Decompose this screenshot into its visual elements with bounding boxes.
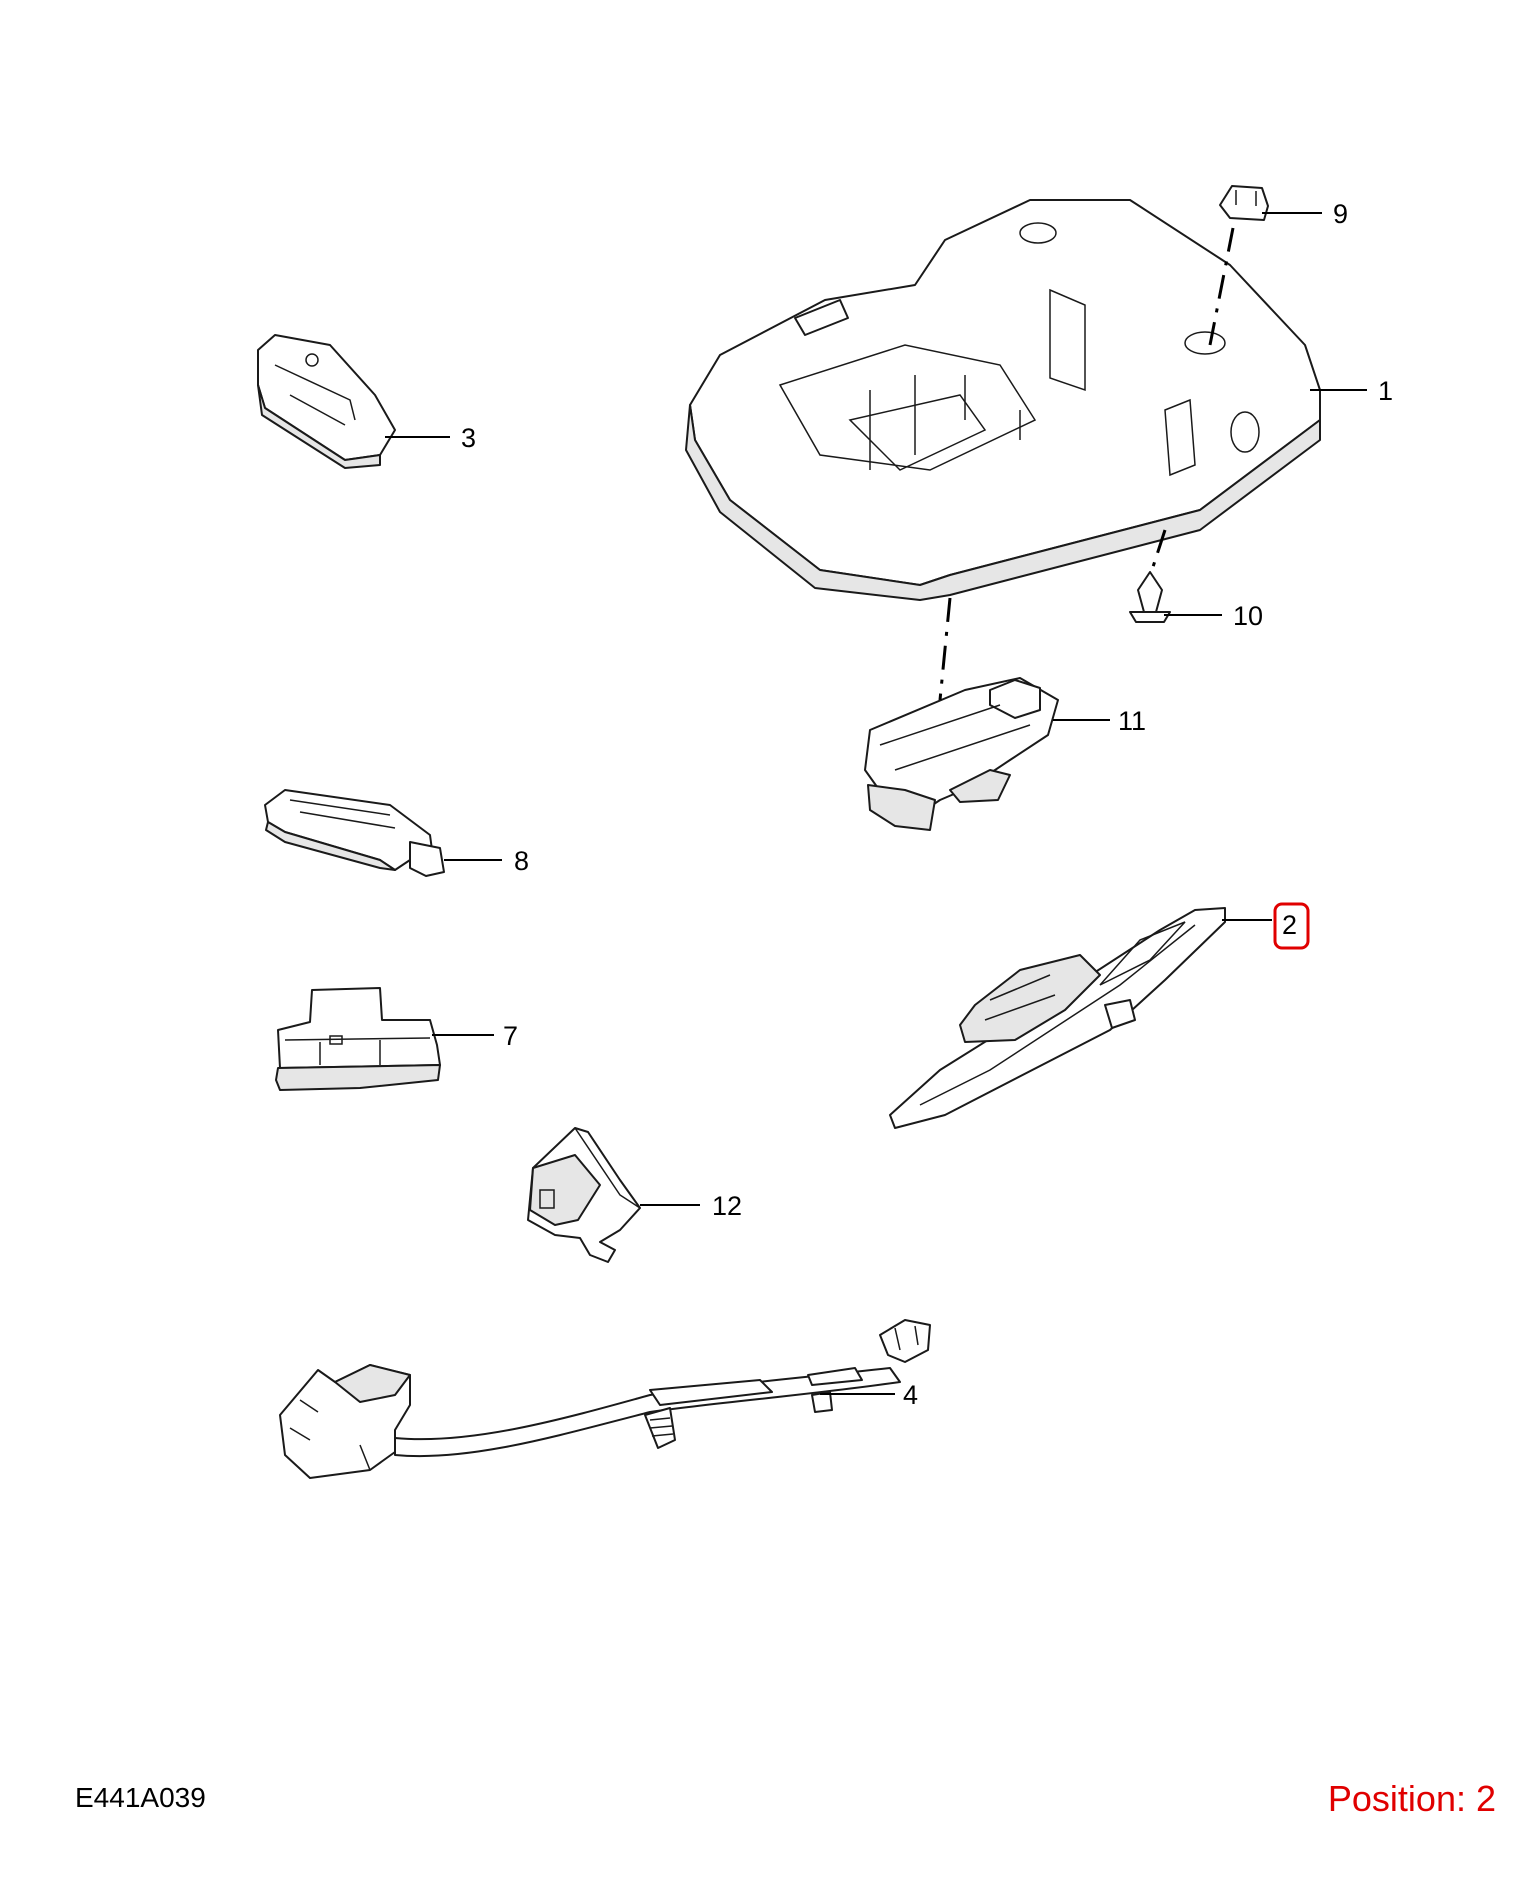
- callout-8[interactable]: 8: [514, 846, 529, 876]
- callout-4[interactable]: 4: [903, 1380, 918, 1410]
- part-8-lamp[interactable]: 8: [264, 789, 529, 877]
- callout-3[interactable]: 3: [461, 423, 476, 453]
- part-7-lamp[interactable]: 7: [275, 987, 518, 1091]
- part-11-bracket[interactable]: 11: [864, 597, 1146, 831]
- selected-callout-highlight: [1273, 902, 1310, 950]
- part-1-console-housing[interactable]: 1: [685, 199, 1393, 601]
- callout-11[interactable]: 11: [1118, 706, 1146, 736]
- callout-9[interactable]: 9: [1333, 199, 1348, 229]
- position-indicator: Position: 2: [1327, 1778, 1496, 1819]
- part-9-clip[interactable]: 9: [1208, 185, 1348, 346]
- part-3-switch-module[interactable]: 3: [257, 334, 476, 469]
- callout-2[interactable]: 2: [1282, 910, 1297, 940]
- part-4-wiring-harness[interactable]: 4: [279, 1319, 931, 1479]
- part-12-lamp-housing[interactable]: 12: [527, 1127, 742, 1263]
- part-2-lens-cover[interactable]: 2: [889, 902, 1310, 1129]
- callout-7[interactable]: 7: [503, 1021, 518, 1051]
- callout-12[interactable]: 12: [712, 1191, 742, 1221]
- callout-10[interactable]: 10: [1233, 601, 1263, 631]
- drawing-code: E441A039: [75, 1782, 206, 1813]
- part-10-push-pin[interactable]: 10: [1129, 529, 1263, 631]
- callout-1[interactable]: 1: [1378, 376, 1393, 406]
